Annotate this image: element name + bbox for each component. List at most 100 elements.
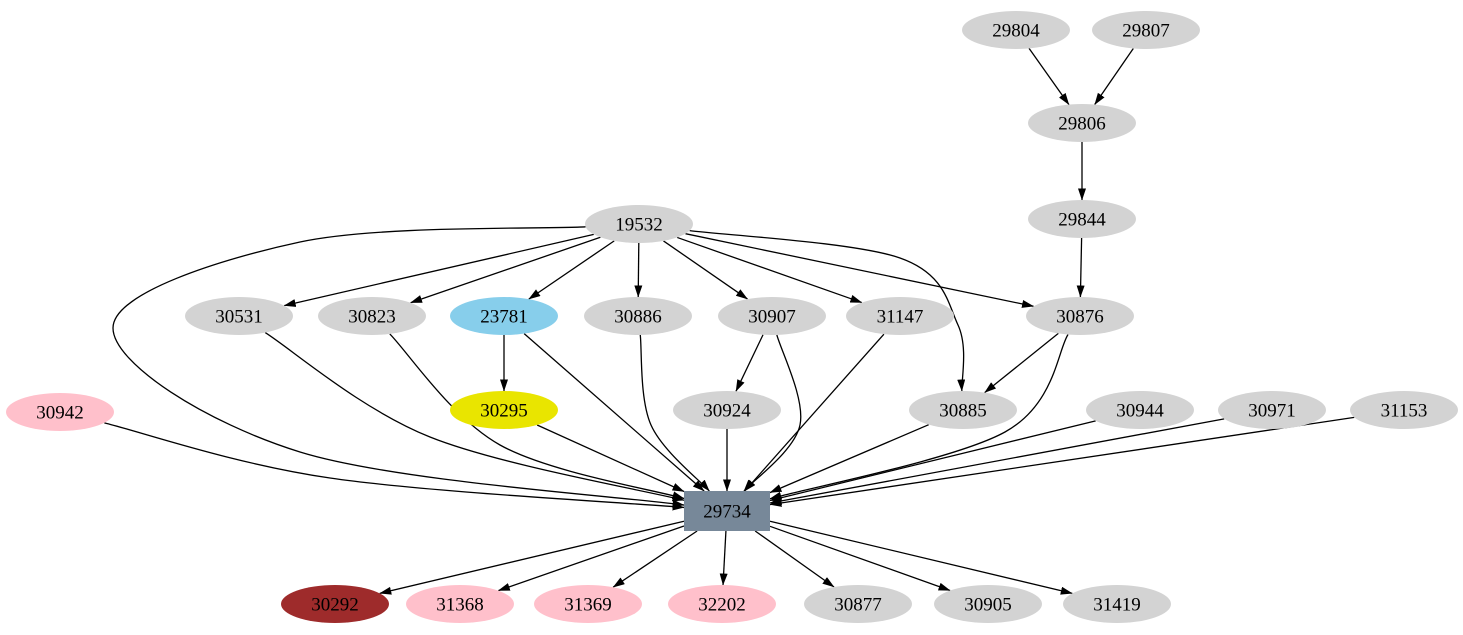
node-ellipse-shape (1086, 391, 1194, 429)
graph-node-31369: 31369 (534, 585, 642, 623)
edge-30823-29734 (389, 333, 685, 500)
node-ellipse-shape (1218, 391, 1326, 429)
edge-31153-29734 (769, 416, 1355, 507)
edge-30942-29734 (104, 422, 685, 511)
edge-29734-31368 (497, 525, 685, 592)
node-label: 30531 (215, 306, 263, 327)
node-label: 30885 (939, 400, 987, 421)
graph-node-23781: 23781 (450, 297, 558, 335)
graph-node-30924: 30924 (673, 391, 781, 429)
graph-node-30944: 30944 (1086, 391, 1194, 429)
node-label: 30886 (614, 306, 662, 327)
graph-node-30942: 30942 (6, 393, 114, 431)
node-ellipse-shape (406, 585, 514, 623)
edge-19532-29734 (112, 226, 685, 508)
edge-30944-29734 (769, 420, 1096, 502)
node-ellipse-shape (318, 297, 426, 335)
node-label: 30876 (1056, 306, 1104, 327)
graph-node-31368: 31368 (406, 585, 514, 623)
edge-29734-30292 (379, 520, 685, 595)
node-ellipse-shape (668, 585, 776, 623)
edge-29734-32202 (719, 530, 728, 586)
graph-node-31419: 31419 (1063, 585, 1171, 623)
graph-node-31147: 31147 (846, 297, 954, 335)
node-label: 30905 (964, 594, 1012, 615)
node-label: 30292 (311, 594, 359, 615)
node-ellipse-shape (804, 585, 912, 623)
graph-node-32202: 32202 (668, 585, 776, 623)
node-ellipse-shape (718, 297, 826, 335)
graph-node-30823: 30823 (318, 297, 426, 335)
edge-23781-29734 (523, 333, 705, 492)
edge-19532-30531 (283, 233, 594, 307)
node-label: 30971 (1248, 400, 1296, 421)
node-ellipse-shape (1063, 585, 1171, 623)
graph-node-30292: 30292 (281, 585, 389, 623)
node-label: 32202 (698, 594, 746, 615)
edge-30907-29734 (743, 334, 802, 492)
edge-19532-30876 (685, 233, 1035, 308)
edge-19532-30886 (634, 242, 643, 298)
node-ellipse-shape (585, 205, 693, 243)
graph-node-29734: 29734 (684, 491, 770, 531)
node-ellipse-shape (846, 297, 954, 335)
graph-node-30886: 30886 (584, 297, 692, 335)
edge-29844-30876 (1076, 237, 1085, 298)
node-label: 30944 (1116, 400, 1164, 421)
node-label: 30823 (348, 306, 396, 327)
node-ellipse-shape (1028, 104, 1136, 142)
edge-29734-30877 (754, 530, 835, 588)
node-ellipse-shape (6, 393, 114, 431)
nodes-layer: 29804 29807 29806 29844 19532 30531 30823 23781… (6, 11, 1458, 623)
node-ellipse-shape (673, 391, 781, 429)
node-label: 29844 (1058, 209, 1106, 230)
node-ellipse-shape (909, 391, 1017, 429)
node-label: 31147 (877, 306, 924, 327)
graph-node-29806: 29806 (1028, 104, 1136, 142)
graph-node-30876: 30876 (1026, 297, 1134, 335)
edge-30876-29734 (769, 334, 1069, 500)
node-label: 29807 (1122, 20, 1170, 41)
graph-node-30295: 30295 (450, 391, 558, 429)
graph-node-30907: 30907 (718, 297, 826, 335)
node-ellipse-shape (185, 297, 293, 335)
node-label: 23781 (480, 306, 528, 327)
node-label: 30924 (703, 400, 751, 421)
graph-node-29807: 29807 (1092, 11, 1200, 49)
graph-node-30905: 30905 (934, 585, 1042, 623)
edge-30531-29734 (264, 332, 685, 502)
node-ellipse-shape (1028, 200, 1136, 238)
edge-29734-30905 (769, 525, 951, 592)
node-ellipse-shape (450, 297, 558, 335)
node-label: 30877 (834, 594, 882, 615)
node-ellipse-shape (934, 585, 1042, 623)
edges-layer (104, 48, 1355, 595)
edge-19532-30823 (410, 236, 601, 304)
node-label: 29804 (992, 20, 1040, 41)
node-label: 31369 (564, 594, 612, 615)
edge-30876-30885 (984, 332, 1059, 394)
graph-node-31153: 31153 (1350, 391, 1458, 429)
node-label: 29734 (703, 501, 751, 522)
node-ellipse-shape (1350, 391, 1458, 429)
graph-node-29844: 29844 (1028, 200, 1136, 238)
graph-node-30877: 30877 (804, 585, 912, 623)
graph-node-19532: 19532 (585, 205, 693, 243)
node-label: 31153 (1381, 400, 1428, 421)
edge-29734-31369 (612, 530, 698, 588)
edge-29807-29806 (1094, 48, 1134, 105)
node-ellipse-shape (281, 585, 389, 623)
node-box-shape (684, 491, 770, 531)
graph-node-30885: 30885 (909, 391, 1017, 429)
node-ellipse-shape (962, 11, 1070, 49)
edge-30886-29734 (639, 334, 710, 492)
edge-30971-29734 (769, 418, 1225, 505)
edge-30295-29734 (536, 424, 685, 493)
node-label: 30907 (748, 306, 796, 327)
node-label: 31419 (1093, 594, 1141, 615)
node-label: 19532 (615, 214, 663, 235)
edge-30885-29734 (769, 424, 929, 494)
edge-29804-29806 (1028, 48, 1070, 105)
